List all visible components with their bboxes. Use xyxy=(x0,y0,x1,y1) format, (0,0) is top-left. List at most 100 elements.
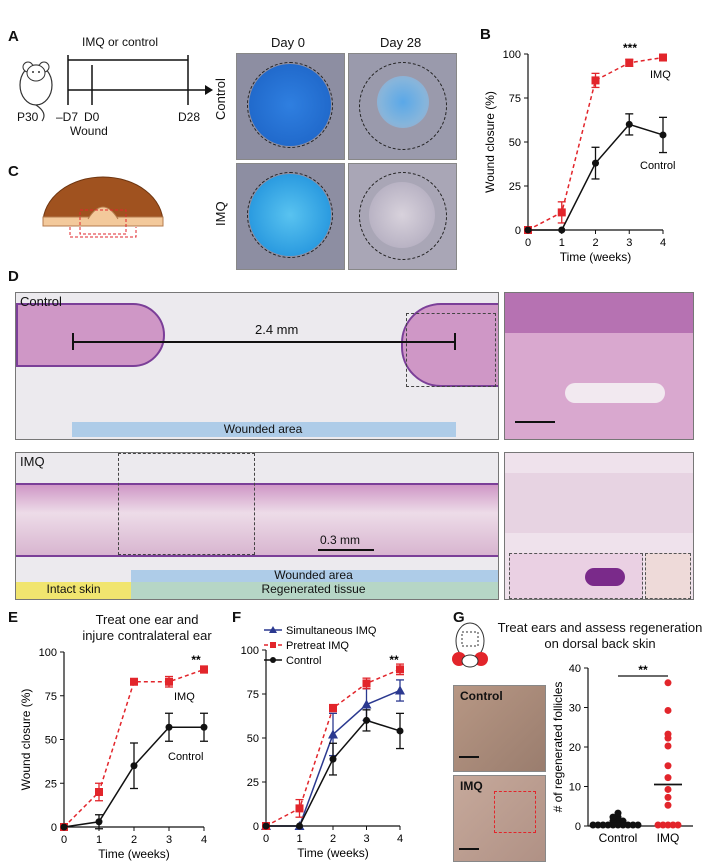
legend-label: Pretreat IMQ xyxy=(286,640,349,652)
y-tick-label: 50 xyxy=(509,137,521,149)
data-point xyxy=(200,665,208,674)
mouse-icon xyxy=(19,61,53,122)
x-tick-label: 0 xyxy=(61,834,67,846)
data-point xyxy=(659,821,667,829)
data-point xyxy=(60,823,68,831)
panel-label-g: G xyxy=(453,609,465,626)
x-tick-label: 2 xyxy=(592,237,598,249)
photo-imq-day0 xyxy=(236,163,345,270)
series-label: Control xyxy=(640,160,675,172)
x-tick-label: 1 xyxy=(559,237,565,249)
data-point xyxy=(589,821,597,829)
histology-control-label: Control xyxy=(20,294,62,309)
data-point xyxy=(664,801,672,809)
d-minus7-label: –D7 xyxy=(56,110,79,124)
panel-e-title-2: injure contralateral ear xyxy=(82,628,212,643)
data-point xyxy=(664,785,672,793)
x-tick-label: 0 xyxy=(263,833,269,845)
y-tick-label: 30 xyxy=(569,703,581,715)
panel-label-a: A xyxy=(8,28,19,45)
y-tick-label: 25 xyxy=(45,778,57,790)
y-tick-label: 100 xyxy=(241,645,259,657)
legend-marker xyxy=(270,642,276,648)
data-point xyxy=(625,120,633,128)
y-tick-label: 50 xyxy=(45,735,57,747)
x-tick-label: 3 xyxy=(166,834,172,846)
data-point xyxy=(296,822,303,830)
y-tick-label: 0 xyxy=(515,225,521,237)
data-point xyxy=(664,679,672,687)
x-tick-label: 1 xyxy=(96,834,102,846)
wound-label: Wound xyxy=(70,124,108,138)
x-tick-label: 4 xyxy=(660,237,666,249)
series-label: IMQ xyxy=(650,69,671,81)
histology-imq xyxy=(15,452,499,600)
photo-row-imq-label: IMQ xyxy=(213,201,228,226)
photo-g-control xyxy=(453,685,546,772)
data-point xyxy=(295,804,304,813)
data-point xyxy=(594,821,602,829)
data-point xyxy=(659,53,667,62)
y-tick-label: 25 xyxy=(247,777,259,789)
x-axis-label: Time (weeks) xyxy=(560,250,632,264)
panel-label-c: C xyxy=(8,163,19,180)
data-point xyxy=(664,730,672,738)
x-tick-label: 1 xyxy=(296,833,302,845)
photo-g-imq-label: IMQ xyxy=(460,779,483,793)
x-axis-label: Time (weeks) xyxy=(297,846,369,860)
significance-label: ** xyxy=(389,653,399,667)
data-point xyxy=(262,822,270,830)
data-point xyxy=(664,742,672,750)
data-point xyxy=(363,716,370,724)
data-point xyxy=(614,809,622,817)
panel-g-title-1: Treat ears and assess regeneration xyxy=(497,620,703,635)
y-tick-label: 10 xyxy=(569,782,581,794)
data-point xyxy=(557,208,566,217)
x-category-label: Control xyxy=(599,831,638,845)
data-point xyxy=(634,821,642,829)
histology-imq-label: IMQ xyxy=(20,454,45,469)
y-tick-label: 100 xyxy=(503,49,521,61)
x-category-label: IMQ xyxy=(657,831,680,845)
x-tick-label: 4 xyxy=(397,833,403,845)
y-tick-label: 75 xyxy=(45,691,57,703)
data-point xyxy=(329,755,337,763)
regenerated-tissue-label: Regenerated tissue xyxy=(261,582,366,596)
y-tick-label: 0 xyxy=(51,822,57,834)
data-point xyxy=(659,131,667,139)
data-point xyxy=(625,58,634,67)
legend-label: Control xyxy=(286,655,321,667)
histology-imq-zoom xyxy=(504,452,694,600)
mouse-top-icon xyxy=(452,622,488,668)
data-point xyxy=(524,226,532,234)
p30-label: P30 xyxy=(17,110,39,124)
y-tick-label: 40 xyxy=(569,663,581,675)
photo-g-control-label: Control xyxy=(460,689,503,703)
x-axis-label: Time (weeks) xyxy=(98,847,170,861)
legend-label: Simultaneous IMQ xyxy=(286,625,377,637)
data-point xyxy=(396,727,404,735)
data-point xyxy=(328,729,338,739)
d0-label: D0 xyxy=(84,110,100,124)
data-point xyxy=(95,788,103,796)
data-point xyxy=(165,677,173,686)
series-line xyxy=(63,668,205,828)
data-point xyxy=(200,723,208,731)
x-tick-label: 4 xyxy=(201,834,207,846)
treatment-label: IMQ or control xyxy=(82,35,159,49)
scale-imq-label: 0.3 mm xyxy=(320,533,361,547)
x-tick-label: 2 xyxy=(330,833,336,845)
histology-control xyxy=(15,292,499,440)
distance-label: 2.4 mm xyxy=(255,322,299,337)
photo-control-day28 xyxy=(348,53,457,160)
panel-label-d: D xyxy=(8,268,19,285)
panel-e-title-1: Treat one ear and xyxy=(95,612,199,627)
day0-header: Day 0 xyxy=(271,35,305,50)
data-point xyxy=(669,821,677,829)
data-point xyxy=(591,76,600,85)
data-point xyxy=(130,762,138,770)
y-tick-label: 100 xyxy=(39,647,57,659)
series-label: IMQ xyxy=(174,691,195,703)
